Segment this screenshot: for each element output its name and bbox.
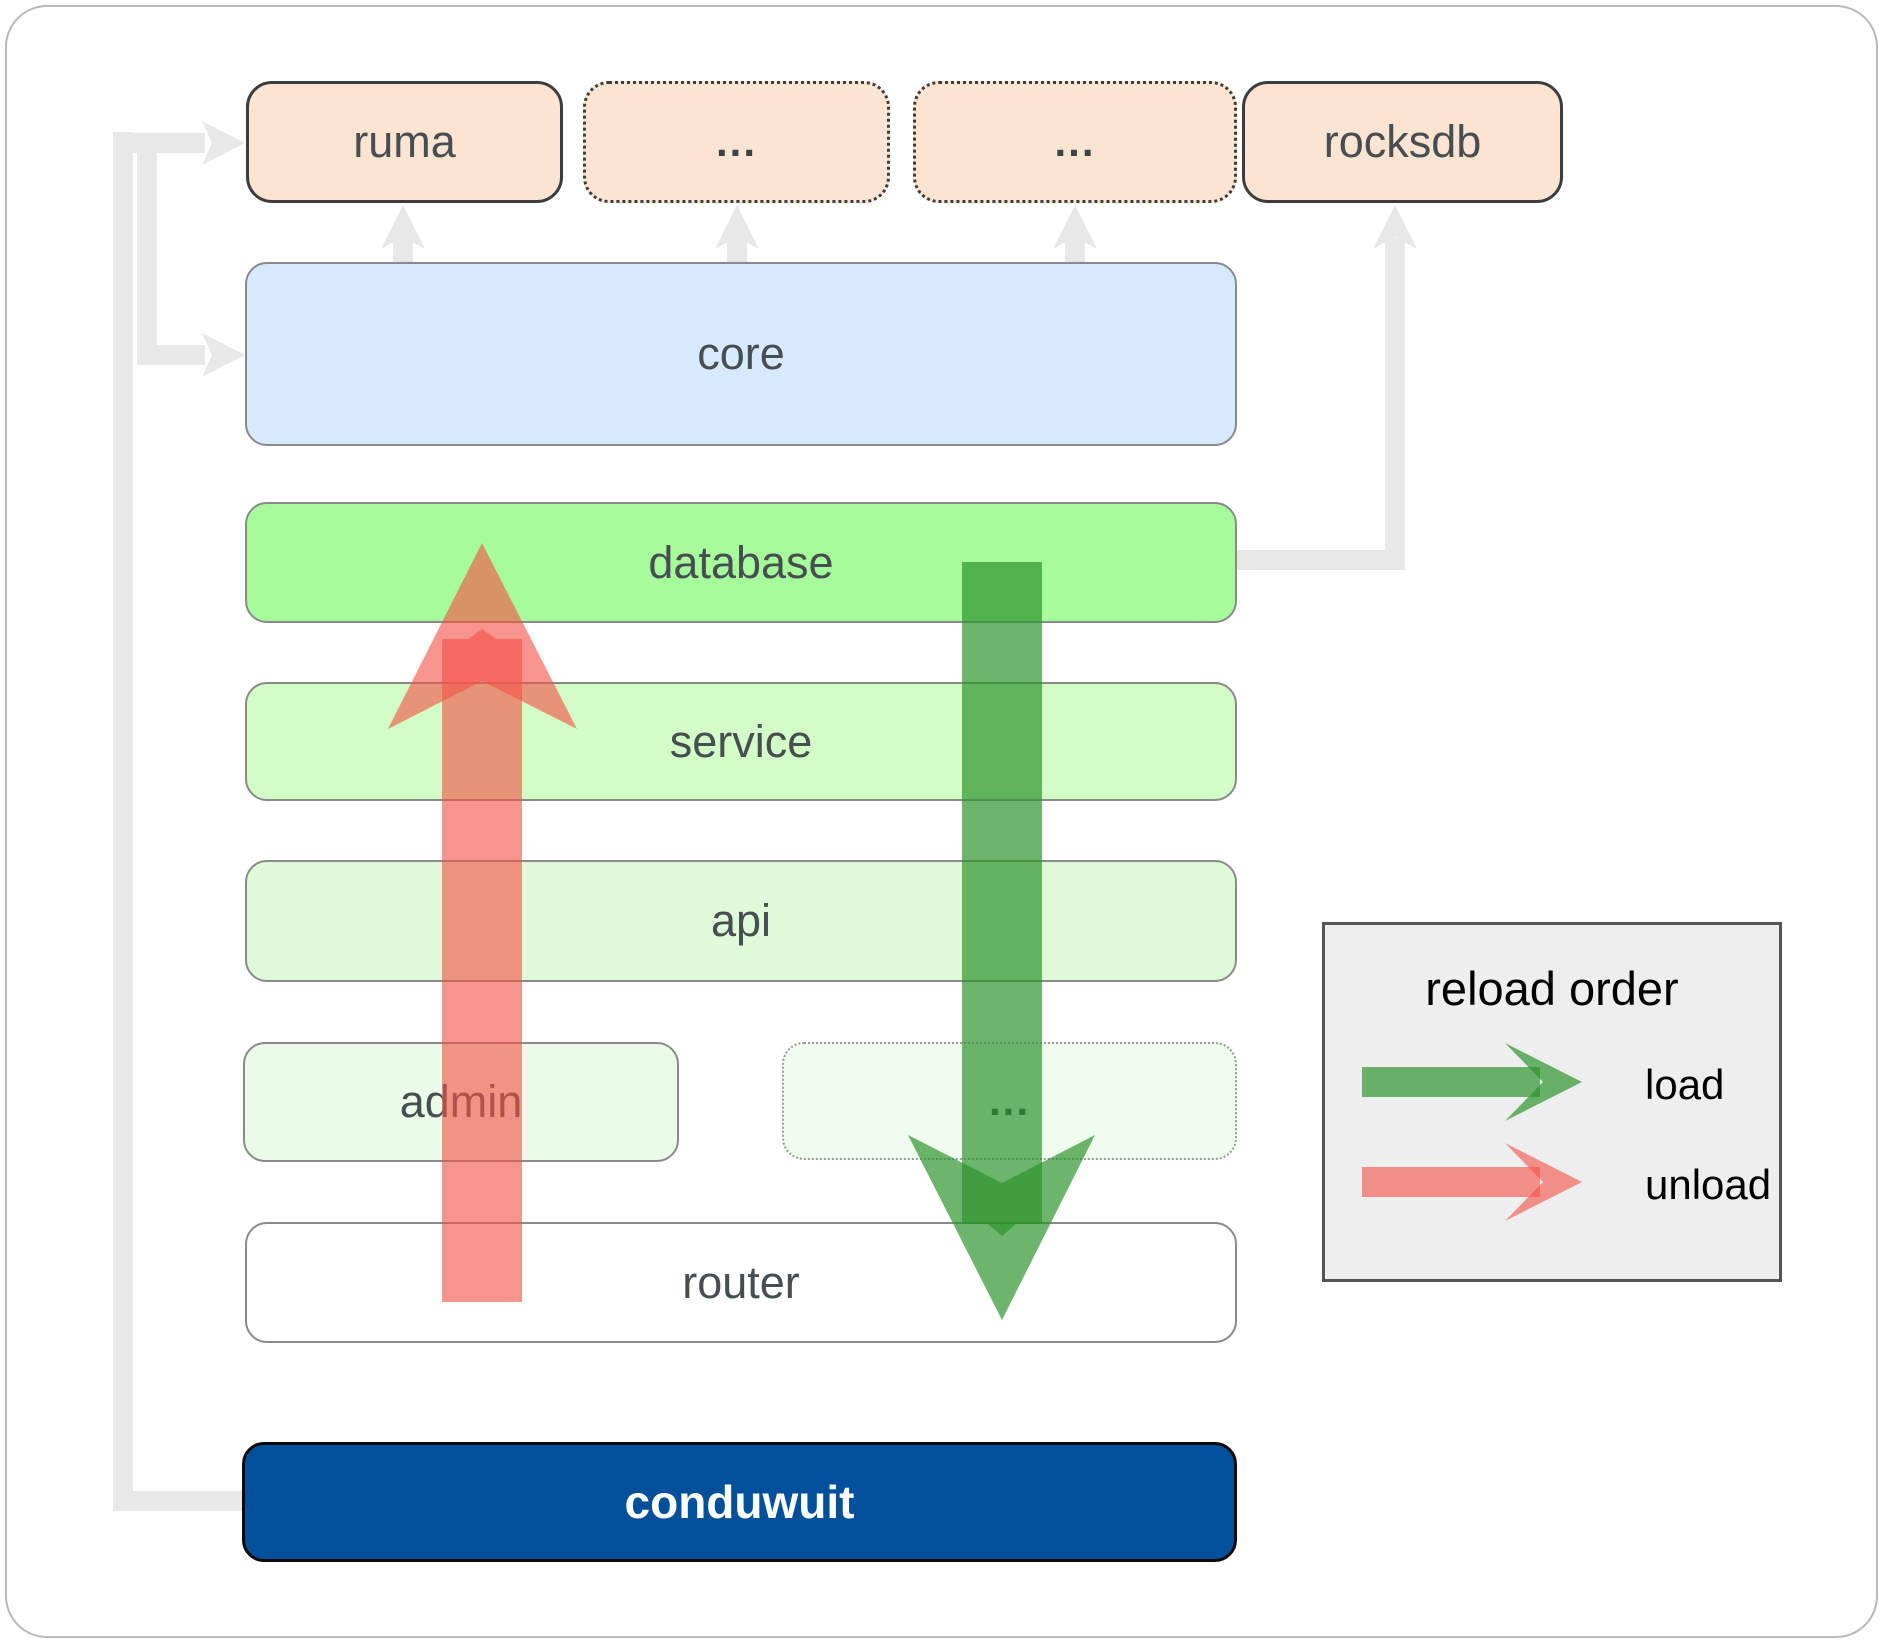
box-router: router bbox=[245, 1222, 1237, 1343]
box-admin: admin bbox=[243, 1042, 679, 1162]
box-database: database bbox=[245, 502, 1237, 623]
box-dependency-1: ... bbox=[583, 81, 890, 203]
box-service: service bbox=[245, 682, 1237, 801]
rocksdb-label: rocksdb bbox=[1323, 116, 1482, 167]
box-api: api bbox=[245, 860, 1237, 982]
admin-label: admin bbox=[399, 1076, 523, 1127]
core-label: core bbox=[697, 328, 785, 379]
legend: reload order load unload bbox=[1322, 922, 1782, 1282]
box-core: core bbox=[245, 262, 1237, 446]
box-ruma: ruma bbox=[246, 81, 563, 203]
more-services-label: ... bbox=[988, 1077, 1030, 1124]
diagram-outer-border bbox=[5, 5, 1878, 1638]
dependency-1-label: ... bbox=[715, 118, 757, 165]
box-dependency-2: ... bbox=[913, 81, 1237, 203]
legend-unload-label: unload bbox=[1645, 1161, 1772, 1208]
service-label: service bbox=[669, 715, 813, 767]
conduwuit-label: conduwuit bbox=[624, 1476, 855, 1528]
legend-title: reload order bbox=[1425, 962, 1679, 1015]
database-label: database bbox=[648, 536, 834, 588]
ruma-label: ruma bbox=[353, 116, 456, 167]
box-rocksdb: rocksdb bbox=[1242, 81, 1563, 203]
box-conduwuit: conduwuit bbox=[242, 1442, 1237, 1562]
router-label: router bbox=[682, 1256, 800, 1308]
api-label: api bbox=[710, 895, 772, 946]
legend-load-label: load bbox=[1645, 1061, 1725, 1108]
dependency-2-label: ... bbox=[1054, 118, 1096, 165]
box-more-services: ... bbox=[782, 1042, 1237, 1160]
